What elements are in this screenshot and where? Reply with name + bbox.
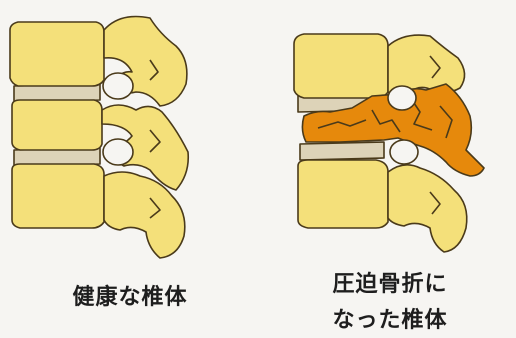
vertebra-body-top	[10, 22, 104, 86]
vertebra-body-top-right	[294, 34, 388, 98]
foramen-upper-right	[388, 86, 416, 110]
posterior-element-bottom-right	[388, 165, 467, 252]
foramen-upper	[103, 73, 133, 99]
healthy-vertebra-caption: 健康な椎体	[30, 283, 230, 313]
vertebra-body-middle	[12, 100, 102, 150]
fractured-vertebra-caption-line1: 圧迫骨折に	[290, 270, 490, 300]
vertebra-body-bottom-right	[298, 160, 388, 228]
fractured-spine	[294, 34, 484, 252]
vertebra-body-bottom	[12, 164, 104, 228]
fractured-vertebra-caption-line2: なった椎体	[290, 306, 490, 336]
healthy-spine	[10, 17, 188, 259]
posterior-element-top-right	[388, 35, 465, 94]
disc-lower-right	[300, 142, 384, 160]
foramen-lower-right	[390, 140, 418, 164]
foramen-lower	[103, 139, 133, 165]
